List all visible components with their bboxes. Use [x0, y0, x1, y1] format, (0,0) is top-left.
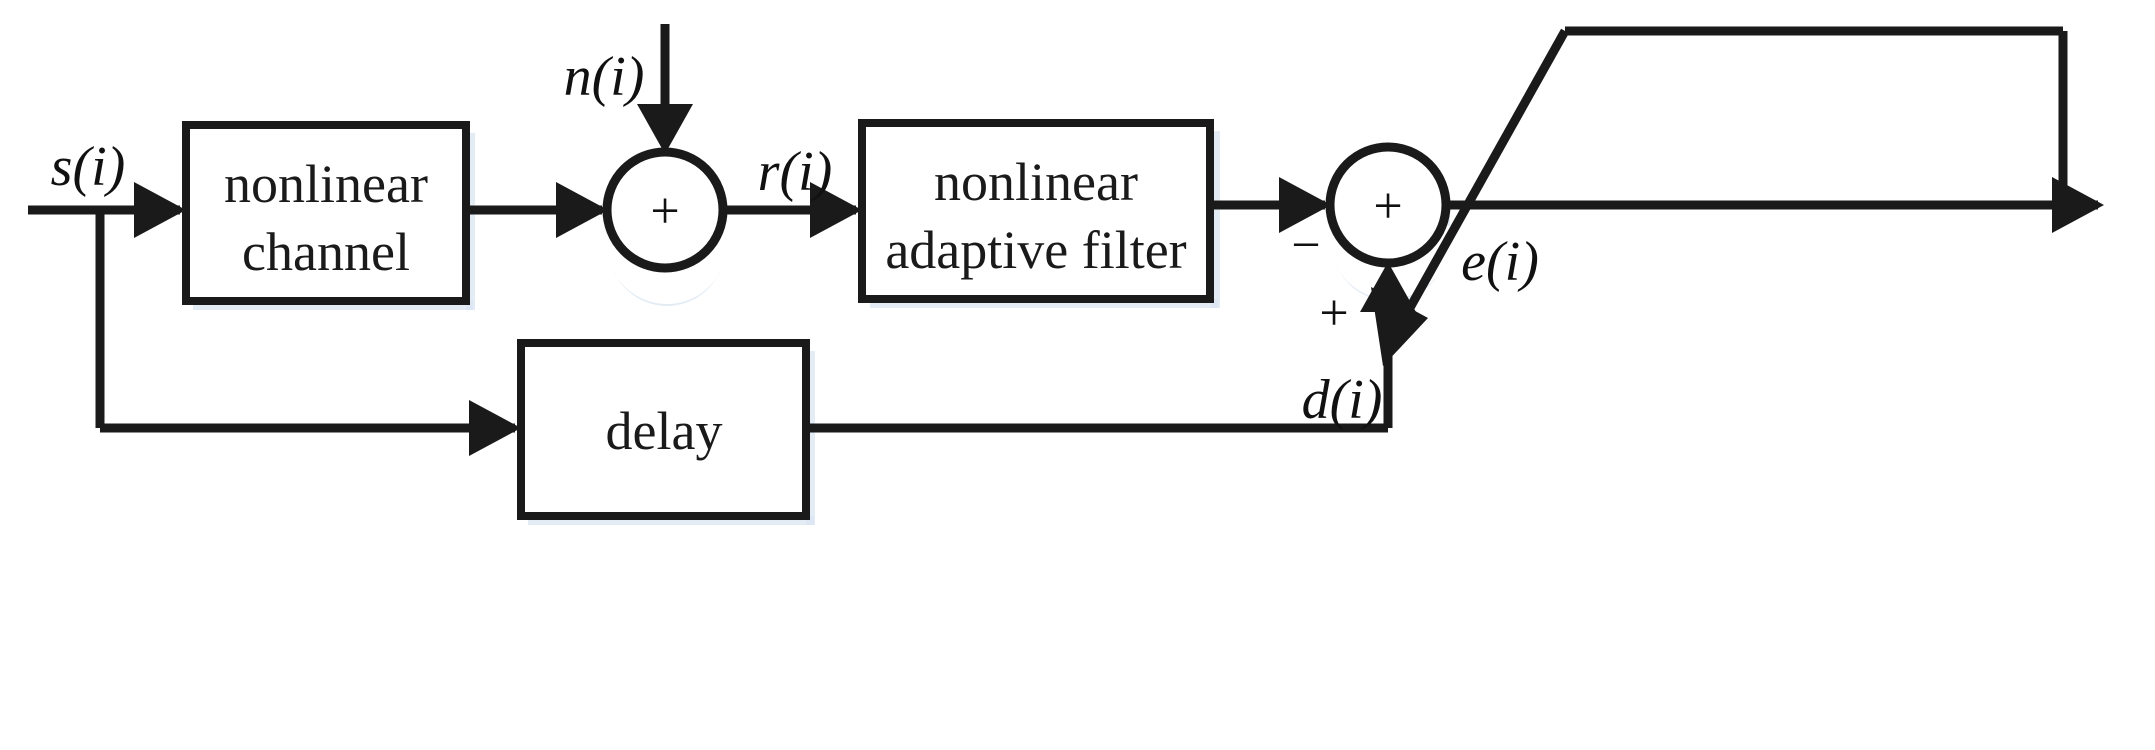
sum2-plus-sign: +: [1373, 178, 1402, 235]
sum2-feedback-plus-sign: +: [1319, 285, 1348, 342]
wire-sum1-to-filter: [723, 182, 862, 238]
nonlinear-channel-label-line1: nonlinear: [224, 154, 428, 214]
signal-label-n: n(i): [564, 46, 645, 108]
block-nonlinear-adaptive-filter: nonlinear adaptive filter: [858, 119, 1214, 303]
arrowhead-into-nonlinear-channel: [134, 182, 186, 238]
summing-junction-2: + − +: [1291, 142, 1451, 342]
arrowhead-into-sum2-minus: [1279, 177, 1331, 233]
signal-label-r: r(i): [758, 141, 833, 203]
sum2-minus-sign: −: [1291, 217, 1320, 274]
wire-s-branch-to-delay: [95, 210, 521, 456]
wire-filter-to-sum2: [1210, 177, 1331, 233]
arrowhead-into-delay: [469, 400, 521, 456]
arrowhead-into-sum1: [556, 182, 608, 238]
wire-channel-to-sum1: [466, 182, 608, 238]
sum1-plus-sign: +: [650, 183, 679, 240]
delay-label: delay: [606, 401, 723, 461]
block-nonlinear-channel: nonlinear channel: [182, 121, 470, 305]
signal-label-d: d(i): [1302, 369, 1383, 431]
adaptive-filter-label-line2: adaptive filter: [885, 220, 1186, 280]
arrowhead-into-sum1-top: [637, 104, 693, 154]
wire-delay-to-sum2: [806, 262, 1416, 433]
arrowhead-into-adaptive-filter: [810, 182, 862, 238]
block-delay: delay: [517, 339, 810, 520]
wire-noise-n: [637, 24, 693, 154]
arrowhead-into-sum2-bottom: [1360, 262, 1416, 312]
wire-feedback-adaptation: [1371, 26, 2068, 366]
adaptive-filter-label-line1: nonlinear: [934, 152, 1138, 212]
summing-junction-1: +: [602, 147, 728, 273]
signal-label-s: s(i): [51, 136, 126, 198]
signal-label-e: e(i): [1461, 231, 1539, 293]
nonlinear-channel-label-line2: channel: [242, 222, 410, 282]
wire-sum2-output-e: [1446, 177, 2104, 233]
